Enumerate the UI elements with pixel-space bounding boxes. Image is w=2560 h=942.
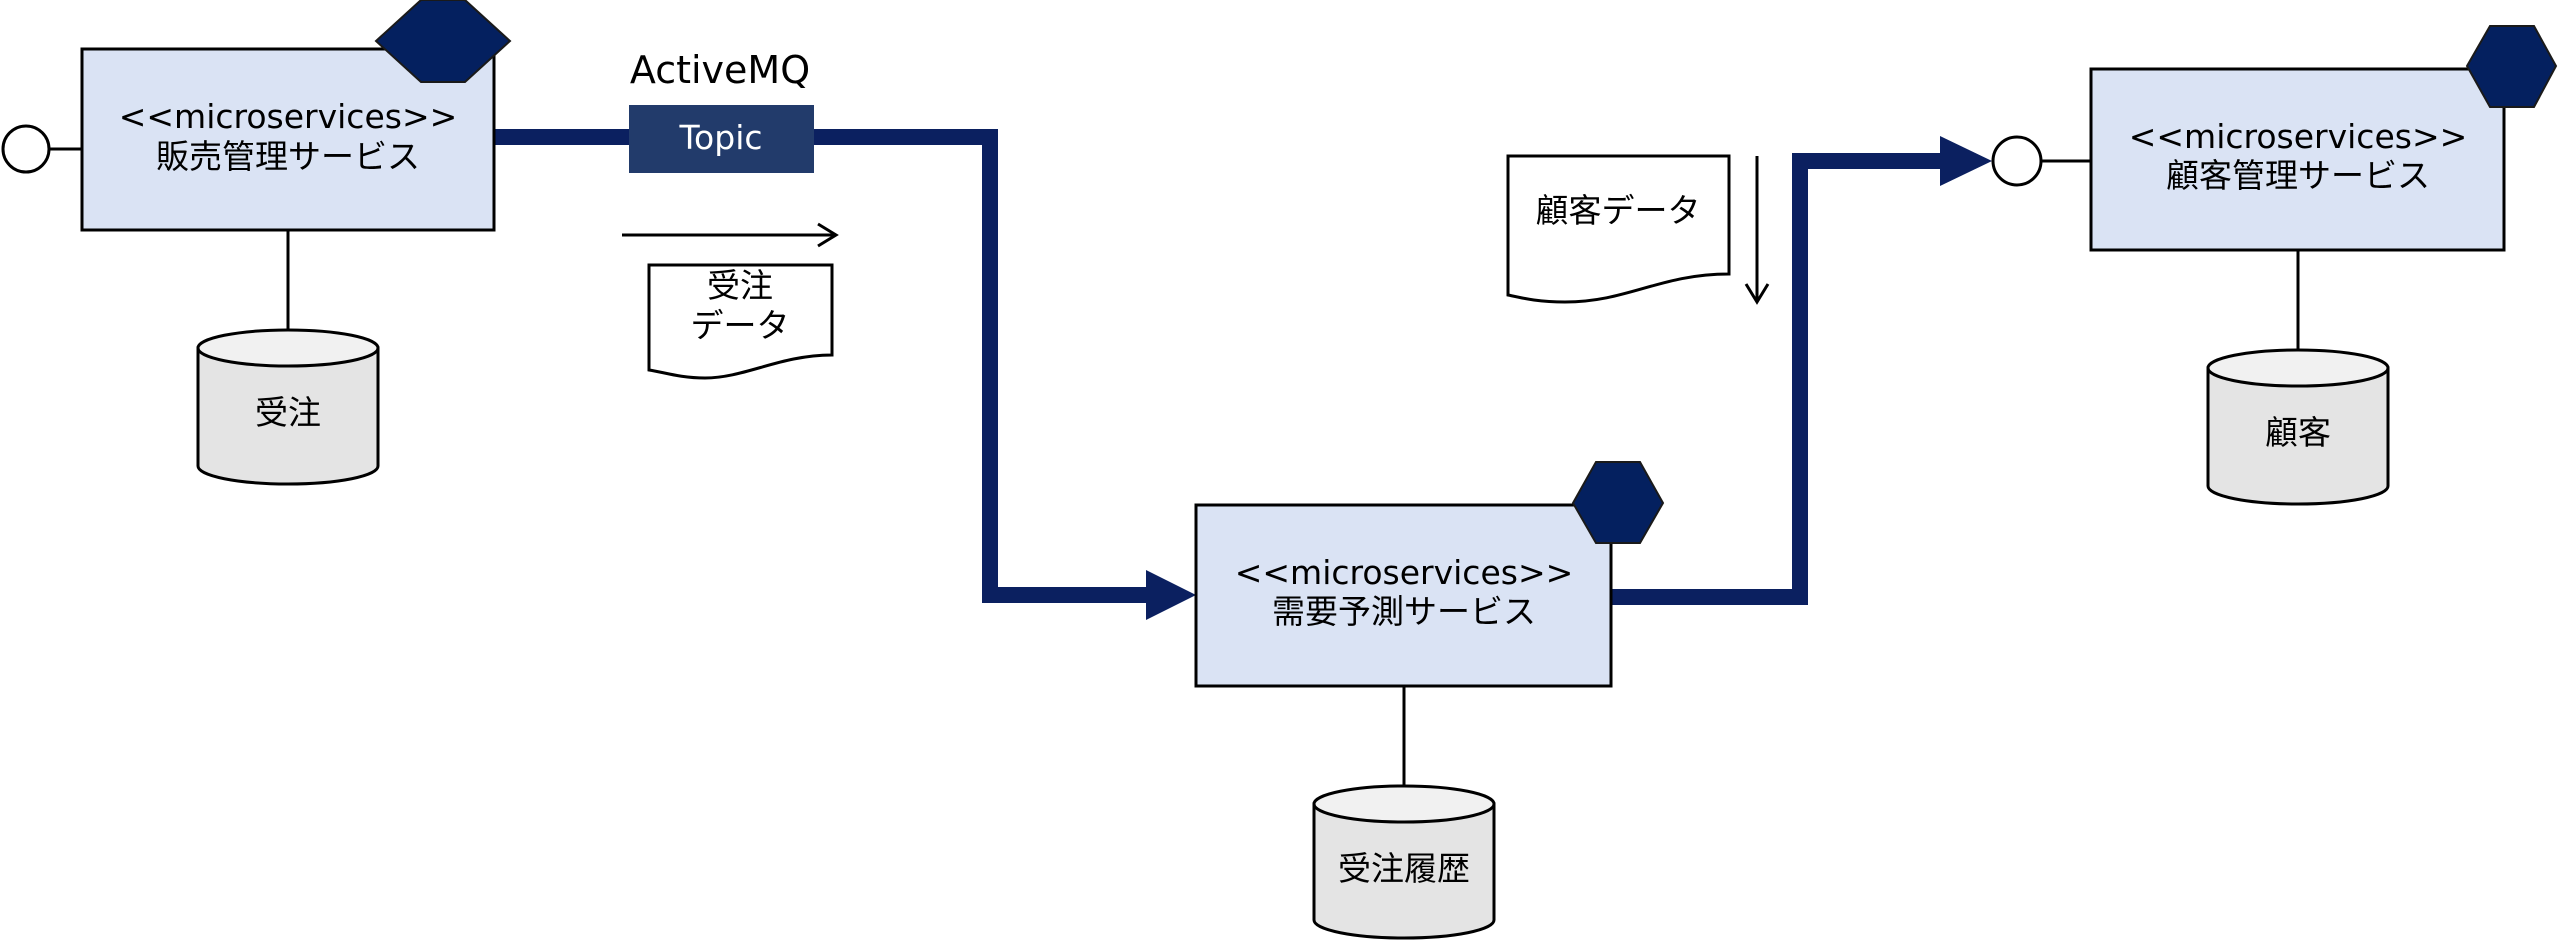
hexagon-icon: [374, 0, 512, 83]
orders-db-label: 受注: [255, 393, 321, 432]
customer-service[interactable]: <<microservices>> 顧客管理サービス: [1991, 25, 2558, 252]
sales-service[interactable]: <<microservices>> 販売管理サービス: [1, 0, 512, 232]
sales-interface-port: [1, 124, 51, 174]
sales-service-stereotype: <<microservices>>: [119, 97, 458, 136]
customers-database[interactable]: 顧客: [2206, 348, 2390, 506]
sales-service-name: 販売管理サービス: [156, 137, 420, 176]
activemq-broker: ActiveMQ Topic: [629, 48, 814, 173]
customer-service-name: 顧客管理サービス: [2166, 156, 2430, 195]
customer-data-flow-arrow: [1744, 156, 1770, 305]
order-data-flow-arrow: [622, 222, 839, 248]
order-data-line2: データ: [691, 306, 790, 345]
orders-database[interactable]: 受注: [196, 328, 380, 486]
customer-data-document: 顧客データ: [1506, 154, 1731, 304]
customer-data-label: 顧客データ: [1536, 191, 1701, 230]
customer-interface-port: [1991, 135, 2043, 187]
topic-box[interactable]: Topic: [629, 105, 814, 173]
order-history-database[interactable]: 受注履歴: [1312, 784, 1496, 940]
customer-service-stereotype: <<microservices>>: [2129, 117, 2468, 156]
hexagon-icon: [2465, 25, 2558, 108]
order-history-db-label: 受注履歴: [1338, 849, 1470, 888]
broker-name: ActiveMQ: [630, 48, 810, 92]
forecast-service[interactable]: <<microservices>> 需要予測サービス: [1194, 461, 1665, 688]
forecast-to-customer-connector: [1611, 136, 1992, 605]
forecast-service-box: [1194, 503, 1613, 688]
order-data-document: 受注 データ: [647, 263, 834, 380]
sales-to-forecast-connector: [494, 129, 1196, 620]
forecast-service-stereotype: <<microservices>>: [1235, 553, 1574, 592]
hexagon-icon: [1571, 461, 1665, 544]
topic-label: Topic: [679, 118, 763, 157]
order-data-line1: 受注: [707, 266, 773, 305]
customers-db-label: 顧客: [2265, 413, 2331, 452]
forecast-service-name: 需要予測サービス: [1272, 592, 1536, 631]
